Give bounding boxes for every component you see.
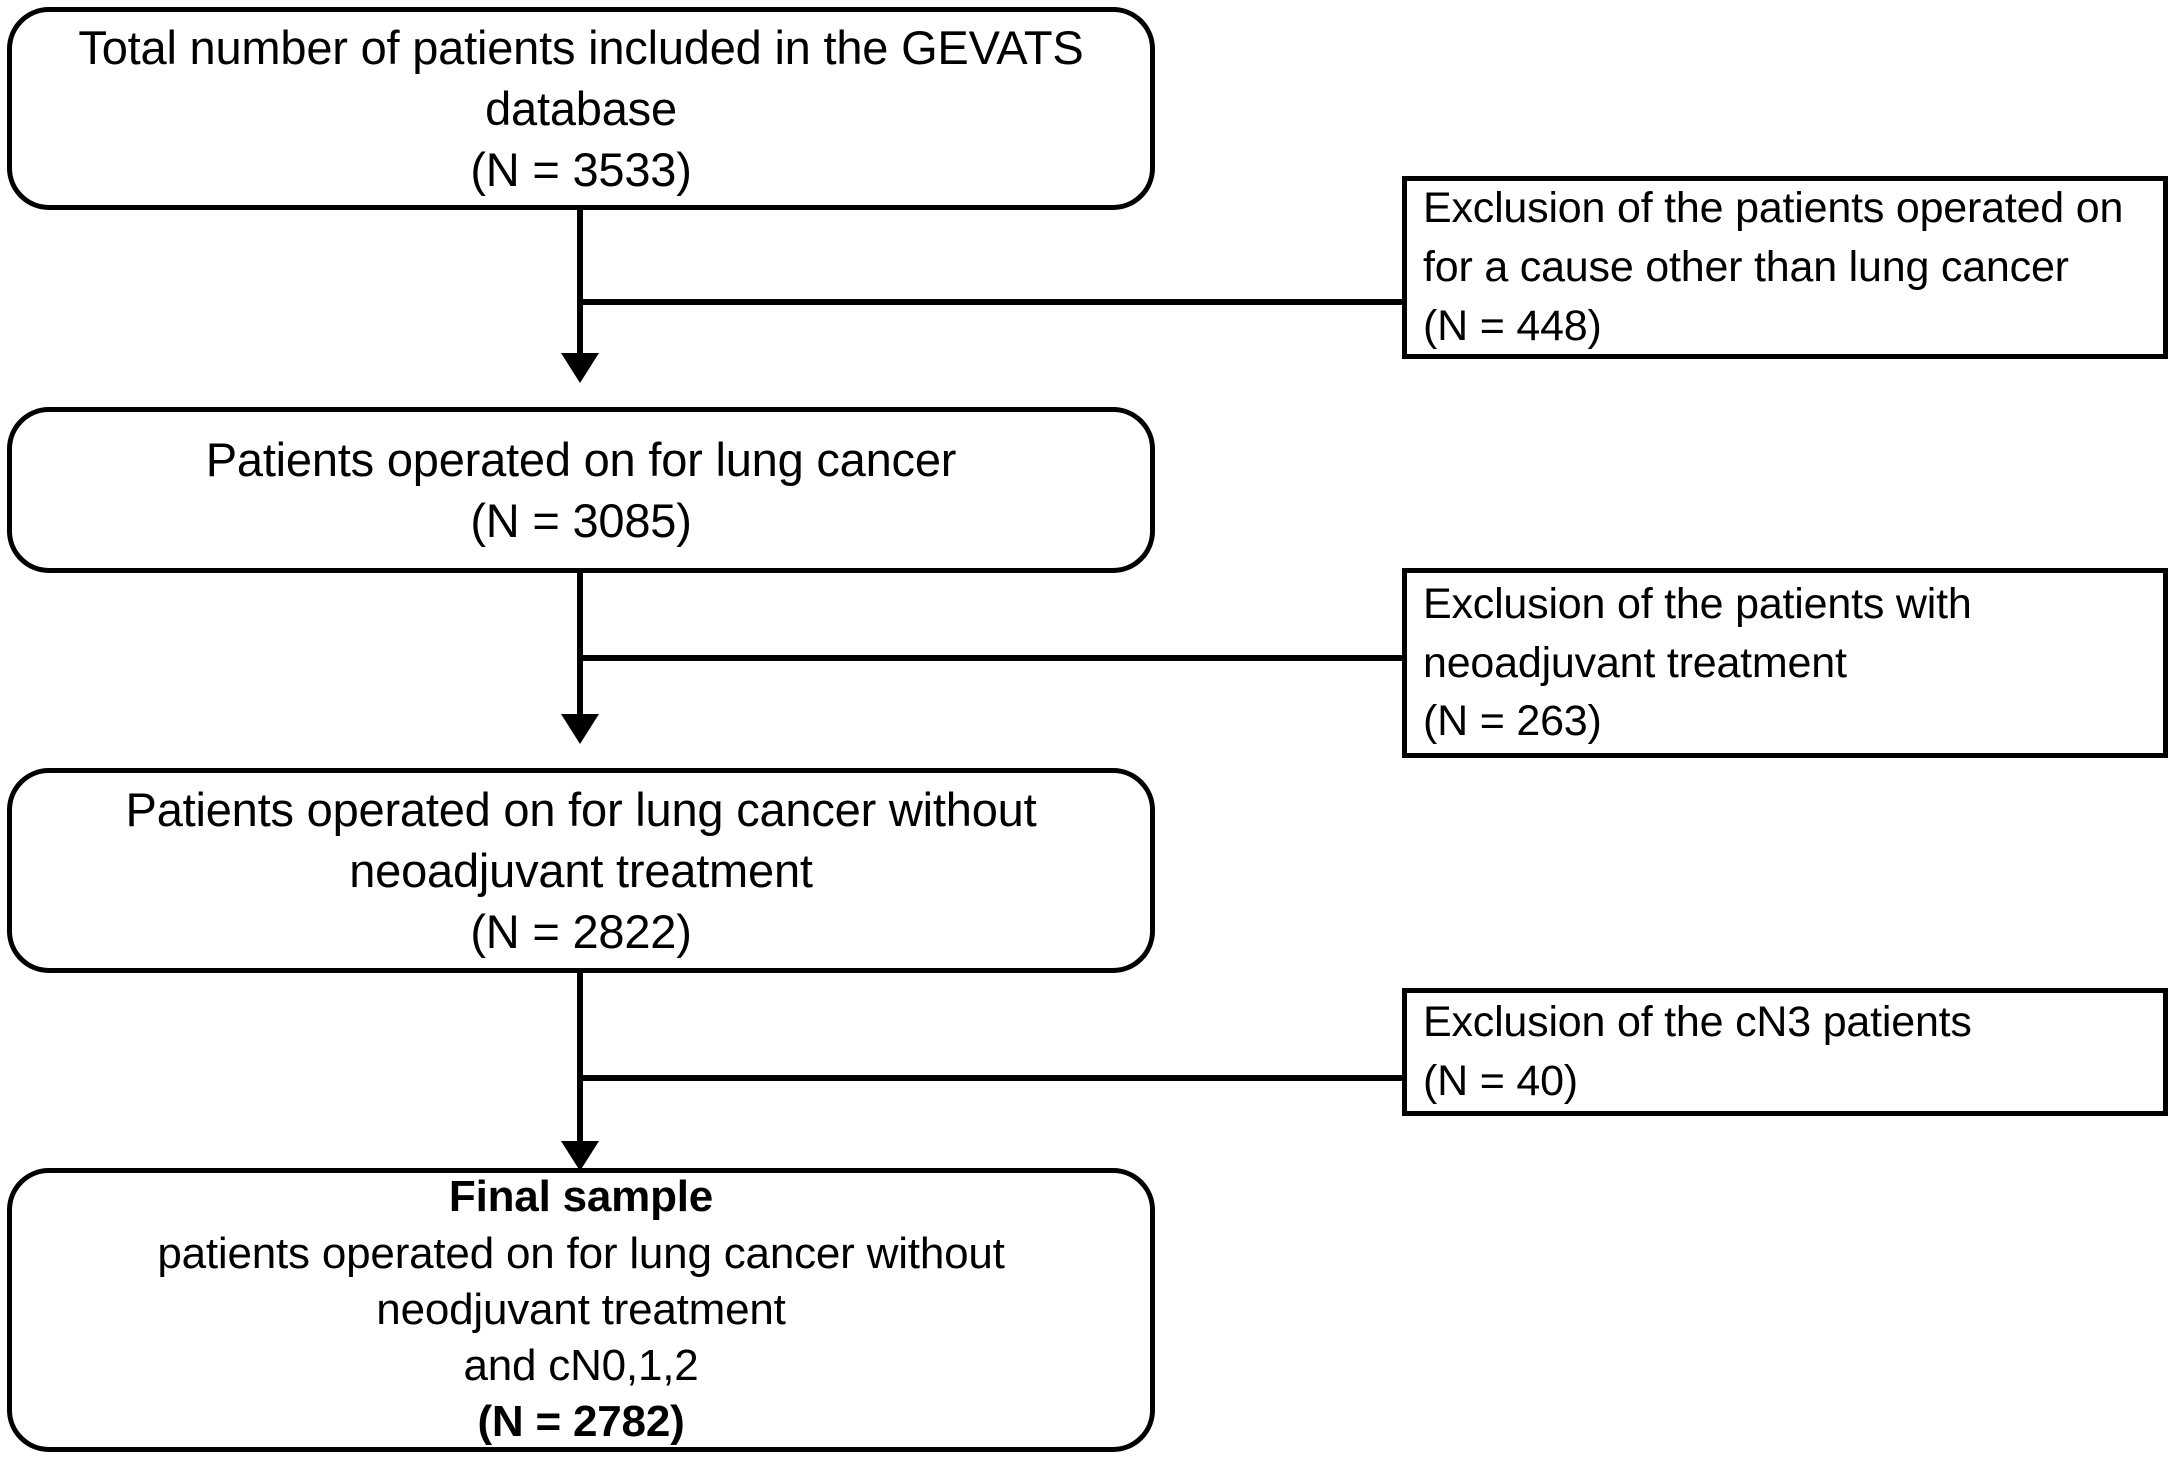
flow-box-no-neoadjuvant-count: (N = 2822) [470,905,692,959]
flow-box-total-database: Total number of patients included in the… [7,7,1155,210]
exclusion-box-other-cause-line-2: for a cause other than lung cancer [1423,243,2069,292]
connector-arrow-3 [561,1141,599,1171]
exclusion-box-neoadjuvant: Exclusion of the patients with neoadjuva… [1402,568,2168,758]
connector-arrow-2 [561,714,599,744]
connector-branch-2 [577,655,1405,661]
exclusion-box-cn3-count: (N = 40) [1423,1057,1578,1105]
exclusion-box-other-cause-count: (N = 448) [1423,301,1602,350]
flow-box-operated-lung-cancer: Patients operated on for lung cancer (N … [7,407,1155,573]
exclusion-box-cn3: Exclusion of the cN3 patients (N = 40) [1402,988,2168,1116]
exclusion-box-neoadjuvant-line-1: Exclusion of the patients with [1423,579,1972,628]
connector-vertical-3 [577,973,583,1145]
connector-vertical-1 [577,210,583,357]
flow-box-final-sample-title: Final sample [448,1172,714,1222]
flow-box-no-neoadjuvant: Patients operated on for lung cancer wit… [7,768,1155,973]
exclusion-box-other-cause-line-1: Exclusion of the patients operated on [1423,184,2124,233]
flow-box-no-neoadjuvant-line-2: neoadjuvant treatment [349,843,813,897]
connector-vertical-2 [577,573,583,718]
exclusion-box-cn3-line-1: Exclusion of the cN3 patients [1423,998,1972,1047]
flow-box-operated-lung-cancer-line-1: Patients operated on for lung cancer [205,432,957,486]
flow-box-total-database-line-1: Total number of patients included in the… [78,20,1084,74]
flow-box-final-sample-line-2: patients operated on for lung cancer wit… [157,1228,1005,1278]
connector-arrow-1 [561,353,599,383]
flow-box-final-sample-count: (N = 2782) [477,1397,685,1447]
connector-branch-3 [577,1075,1405,1081]
flow-box-total-database-count: (N = 3533) [470,143,692,197]
flow-box-no-neoadjuvant-line-1: Patients operated on for lung cancer wit… [125,782,1037,836]
exclusion-box-neoadjuvant-count: (N = 263) [1423,697,1602,746]
flow-box-final-sample: Final sample patients operated on for lu… [7,1168,1155,1452]
exclusion-box-neoadjuvant-line-2: neoadjuvant treatment [1423,638,1847,687]
exclusion-box-other-cause: Exclusion of the patients operated on fo… [1402,176,2168,359]
connector-branch-1 [577,299,1405,305]
flow-box-total-database-line-2: database [485,81,677,135]
flow-box-final-sample-line-4: and cN0,1,2 [463,1341,699,1391]
flow-box-final-sample-line-3: neodjuvant treatment [376,1284,786,1334]
flow-box-operated-lung-cancer-count: (N = 3085) [470,494,692,547]
